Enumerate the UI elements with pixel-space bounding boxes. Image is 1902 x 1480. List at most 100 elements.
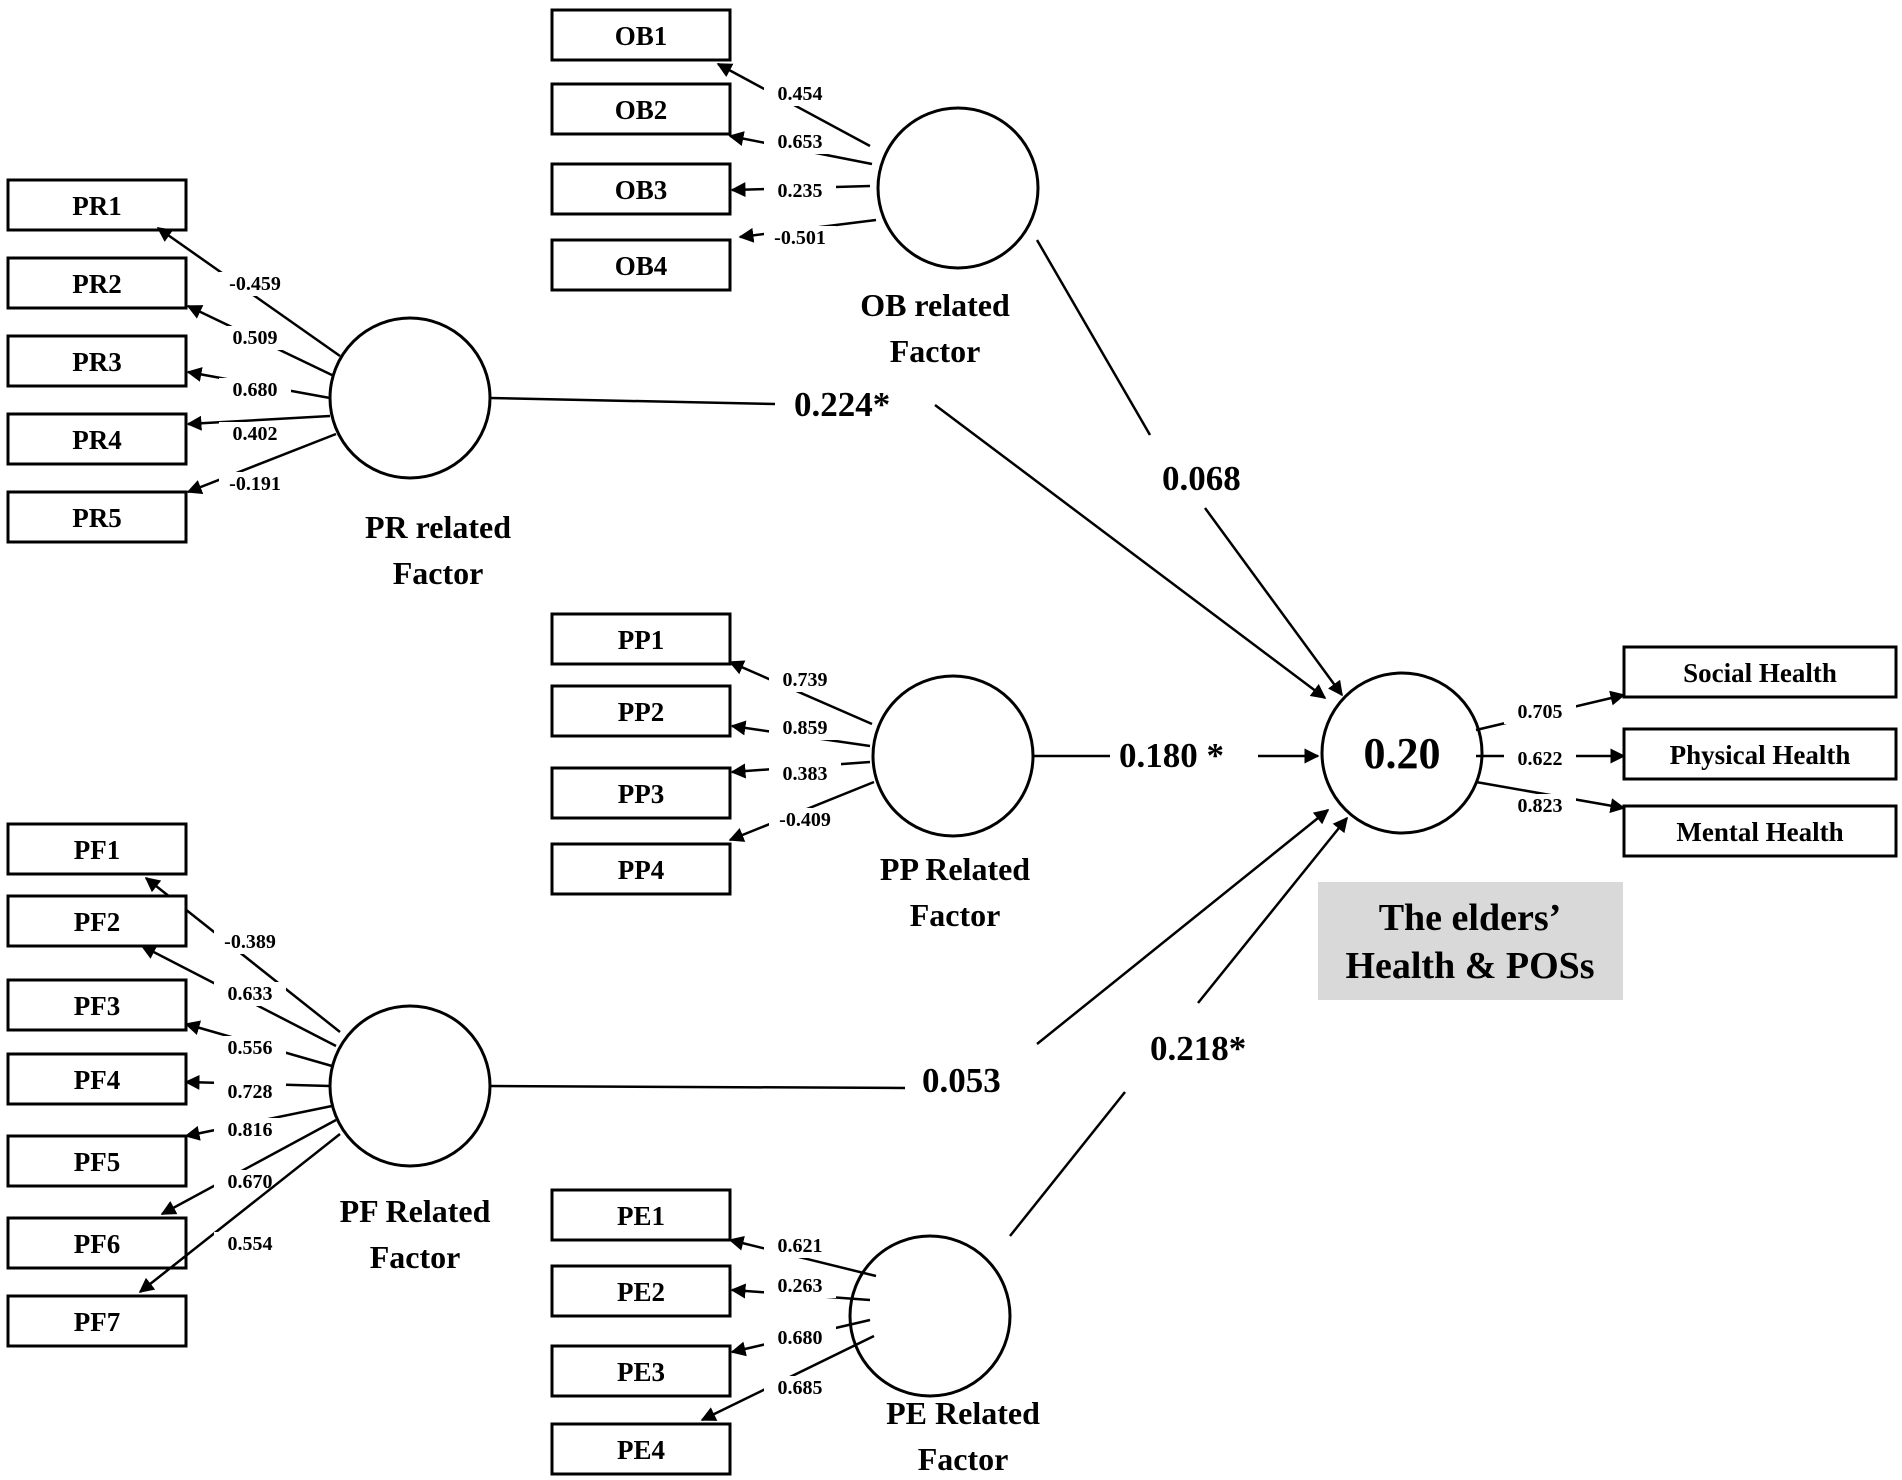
factor-label-pf-1: PF Related	[340, 1193, 491, 1229]
factor-circle-pf	[328, 1004, 492, 1168]
loading-label-bg-pr-1	[219, 272, 291, 296]
loading-value-pf-3: 0.556	[228, 1037, 273, 1059]
factor-label-pr-1: PR related	[365, 509, 511, 545]
loading-value-pp-1: 0.739	[783, 669, 828, 691]
outcome-r-squared: 0.20	[1364, 729, 1441, 778]
loading-label-bg-pf-1	[214, 930, 286, 954]
loading-label-bg-pr-4	[219, 422, 291, 446]
loading-label-bg-ob-1	[764, 82, 836, 106]
indicator-box-ob-1	[550, 8, 732, 62]
factor-label-pp-2: Factor	[910, 897, 1001, 933]
indicator-label-pp-3: PP3	[618, 779, 665, 809]
loading-label-bg-pf-6	[214, 1170, 286, 1194]
loading-arrow-pf-6	[160, 1118, 337, 1216]
loading-value-pr-1: -0.459	[229, 273, 281, 295]
indicator-label-pe-3: PE3	[617, 1357, 665, 1387]
loading-label-bg-pf-2	[214, 982, 286, 1006]
factor-circle-pe	[848, 1234, 1012, 1398]
loading-label-bg-outcome-1	[1504, 700, 1576, 724]
indicator-box-pr-4	[6, 412, 188, 466]
loading-label-bg-ob-4	[764, 226, 836, 250]
indicator-box-pp-2	[550, 684, 732, 738]
loading-value-ob-1: 0.454	[778, 83, 823, 105]
loading-label-bg-pe-4	[764, 1376, 836, 1400]
loading-label-bg-pf-4	[214, 1080, 286, 1104]
loading-value-ob-2: 0.653	[778, 131, 823, 153]
loading-label-bg-pp-4	[769, 808, 841, 832]
loading-value-pf-5: 0.816	[228, 1119, 273, 1141]
indicator-box-pf-3	[6, 978, 188, 1032]
loading-arrow-pr-5	[186, 432, 337, 495]
indicator-box-pf-2	[6, 894, 188, 948]
indicator-label-pf-5: PF5	[74, 1147, 121, 1177]
indicator-label-pf-1: PF1	[74, 835, 121, 865]
indicator-label-pr-2: PR2	[72, 269, 122, 299]
loading-value-ob-4: -0.501	[774, 227, 826, 249]
loading-value-pe-1: 0.621	[778, 1235, 823, 1257]
indicator-box-pr-1	[6, 178, 188, 232]
indicator-label-pf-3: PF3	[74, 991, 121, 1021]
loading-value-pp-2: 0.859	[783, 717, 828, 739]
loading-value-pp-4: -0.409	[779, 809, 831, 831]
indicator-label-outcome-3: Mental Health	[1676, 817, 1843, 847]
outcome-circle	[1320, 671, 1484, 835]
loading-label-bg-pr-2	[219, 326, 291, 350]
path-coef-ob: 0.068	[1162, 459, 1241, 498]
indicator-label-pp-4: PP4	[618, 855, 665, 885]
indicator-label-pf-4: PF4	[74, 1065, 121, 1095]
indicator-label-ob-4: OB4	[615, 251, 668, 281]
loading-label-bg-pp-3	[769, 762, 841, 786]
loading-value-pf-7: 0.554	[228, 1233, 273, 1255]
path-line-pf	[489, 1084, 906, 1090]
indicator-box-pf-5	[6, 1134, 188, 1188]
indicator-label-ob-2: OB2	[615, 95, 668, 125]
loading-label-bg-ob-2	[764, 130, 836, 154]
indicator-label-pe-1: PE1	[617, 1201, 665, 1231]
indicator-label-outcome-1: Social Health	[1683, 658, 1837, 688]
indicator-box-pp-4	[550, 842, 732, 896]
path-line-ob	[1035, 239, 1152, 436]
path-coef-pr: 0.224*	[794, 385, 890, 424]
indicator-label-pe-4: PE4	[617, 1435, 665, 1465]
indicator-label-pr-3: PR3	[72, 347, 122, 377]
path-arrow-pf	[1036, 809, 1330, 1045]
loading-value-pf-4: 0.728	[228, 1081, 273, 1103]
loading-label-bg-pe-2	[764, 1274, 836, 1298]
outcome-caption-box	[1318, 882, 1623, 1000]
indicator-box-outcome-3	[1622, 804, 1898, 858]
indicator-box-ob-3	[550, 162, 732, 216]
indicator-box-pr-2	[6, 256, 188, 310]
indicator-label-ob-3: OB3	[615, 175, 668, 205]
indicator-label-pp-1: PP1	[618, 625, 665, 655]
factor-label-ob-1: OB related	[860, 287, 1010, 323]
loading-label-bg-pf-3	[214, 1036, 286, 1060]
loading-arrow-pf-7	[138, 1133, 341, 1293]
loading-value-pe-2: 0.263	[778, 1275, 823, 1297]
factor-label-ob-2: Factor	[890, 333, 981, 369]
path-line-pe	[1009, 1091, 1126, 1237]
loading-value-outcome-2: 0.622	[1518, 748, 1563, 770]
indicator-label-pf-6: PF6	[74, 1229, 121, 1259]
loading-value-ob-3: 0.235	[778, 180, 823, 202]
indicator-box-pe-1	[550, 1188, 732, 1242]
indicator-box-ob-4	[550, 238, 732, 292]
indicator-box-pp-3	[550, 766, 732, 820]
indicator-box-pr-3	[6, 334, 188, 388]
factor-label-pe-2: Factor	[918, 1441, 1009, 1477]
loading-value-pr-2: 0.509	[233, 327, 278, 349]
indicator-box-pf-6	[6, 1216, 188, 1270]
loading-label-bg-pr-5	[219, 472, 291, 496]
indicator-label-pf-2: PF2	[74, 907, 121, 937]
loading-value-pf-6: 0.670	[228, 1171, 273, 1193]
indicator-label-pr-4: PR4	[72, 425, 122, 455]
path-line-pr	[489, 396, 776, 406]
indicator-label-pr-5: PR5	[72, 503, 122, 533]
loading-value-pf-1: -0.389	[224, 931, 276, 953]
loading-arrow-pr-4	[186, 414, 331, 431]
loading-value-pe-4: 0.685	[778, 1377, 823, 1399]
indicator-box-pp-1	[550, 612, 732, 666]
loading-value-outcome-3: 0.823	[1518, 795, 1563, 817]
loading-label-bg-pf-7	[214, 1232, 286, 1256]
